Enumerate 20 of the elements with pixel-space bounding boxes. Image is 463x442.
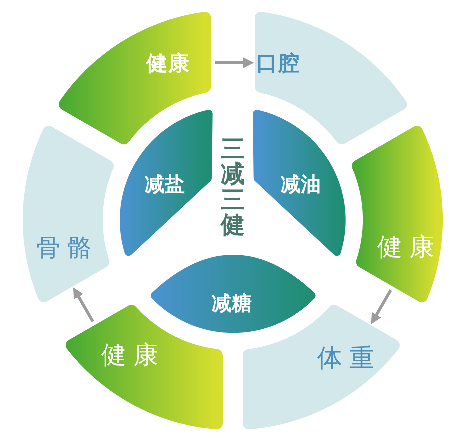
petal-segment <box>253 110 346 256</box>
vertical-title: 三减三健 <box>220 137 246 239</box>
arrow <box>215 58 254 68</box>
petal-label: 减盐 <box>144 174 185 194</box>
segment-label: 口腔 <box>256 53 300 74</box>
segment-label: 骨骼 <box>35 236 98 260</box>
petal-segment <box>120 110 213 256</box>
segment-label: 健康 <box>376 234 442 260</box>
segment-label: 体重 <box>316 345 382 370</box>
petal-label: 减糖 <box>212 292 252 313</box>
petal-segment <box>150 254 316 333</box>
ring-segment <box>255 12 408 145</box>
ring-segment <box>58 12 211 145</box>
ring-segment <box>23 126 114 303</box>
arrow <box>73 288 94 322</box>
arrow <box>371 290 392 324</box>
segment-label: 健康 <box>145 53 190 74</box>
segment-label: 健康 <box>100 342 166 368</box>
ring-segment <box>352 126 443 303</box>
petal-label: 减油 <box>280 174 321 194</box>
